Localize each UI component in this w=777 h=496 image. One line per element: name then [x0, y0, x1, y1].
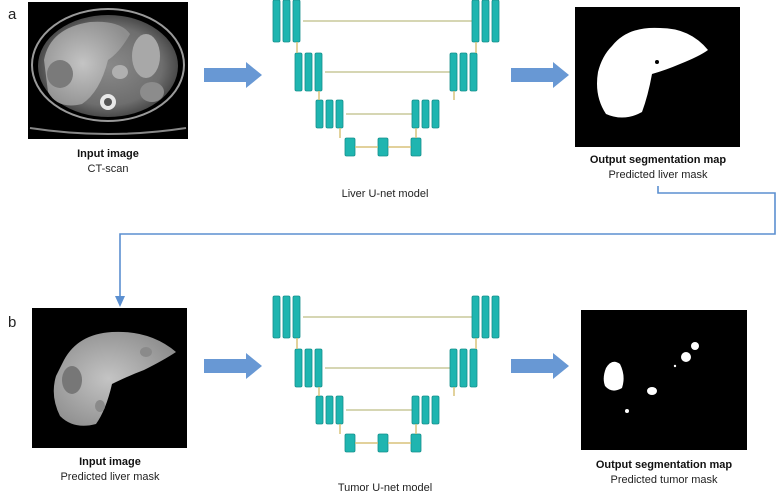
- output-title-a: Output segmentation map: [589, 154, 727, 166]
- liver-unet-block-l1-dec-2: [469, 52, 478, 92]
- liver-unet-block-l2-dec-1: [421, 99, 430, 129]
- stage-connector-arrowhead: [115, 296, 125, 307]
- flow-arrow-b-out: [511, 353, 569, 379]
- liver-unet-block-l0-dec-0: [471, 0, 480, 43]
- tumor-mask-output-image: [581, 310, 747, 450]
- stage-connector: [119, 186, 776, 298]
- tumor-unet-bottleneck-block-1: [377, 433, 389, 453]
- liver-unet-block-l2-dec-0: [411, 99, 420, 129]
- tumor-unet-block-l1-dec-2: [469, 348, 478, 388]
- tumor-unet-block-l0-dec-2: [491, 295, 500, 339]
- tumor-unet-block-l2-dec-0: [411, 395, 420, 425]
- liver-unet-block-l0-enc-0: [272, 0, 281, 43]
- output-title-b: Output segmentation map: [595, 459, 733, 471]
- flow-arrows: [204, 62, 569, 379]
- liver-unet-block-l1-enc-2: [314, 52, 323, 92]
- liver-unet-block-l2-enc-0: [315, 99, 324, 129]
- panel-letter-b: b: [8, 314, 17, 331]
- output-subtitle-a: Predicted liver mask: [608, 169, 708, 181]
- liver-unet-bottleneck-block-0: [344, 137, 356, 157]
- liver-unet-block-l0-dec-2: [491, 0, 500, 43]
- flow-arrow-a-in: [204, 62, 262, 88]
- tumor-unet-block-l0-dec-0: [471, 295, 480, 339]
- tumor-unet-bottleneck-block-2: [410, 433, 422, 453]
- input-image-subtitle-a: CT-scan: [87, 163, 129, 175]
- tumor-unet-block-l1-dec-1: [459, 348, 468, 388]
- liver-unet-bottleneck-block-1: [377, 137, 389, 157]
- tumor-unet-block-l1-enc-2: [314, 348, 323, 388]
- tumor-unet-diagram: [272, 295, 500, 453]
- liver-unet-diagram: [272, 0, 500, 157]
- model-caption-a: Liver U-net model: [341, 188, 429, 200]
- ct-scan-image: [28, 2, 188, 139]
- liver-unet-block-l1-dec-0: [449, 52, 458, 92]
- input-image-title-a: Input image: [77, 148, 139, 160]
- tumor-unet-block-l2-dec-1: [421, 395, 430, 425]
- tumor-unet-block-l1-dec-0: [449, 348, 458, 388]
- liver-unet-block-l2-dec-2: [431, 99, 440, 129]
- liver-unet-block-l1-dec-1: [459, 52, 468, 92]
- tumor-unet-block-l0-enc-0: [272, 295, 281, 339]
- liver-unet-block-l0-enc-2: [292, 0, 301, 43]
- tumor-unet-block-l2-enc-0: [315, 395, 324, 425]
- liver-ct-input-image: [32, 308, 187, 448]
- tumor-unet-block-l2-enc-1: [325, 395, 334, 425]
- tumor-unet-block-l1-enc-1: [304, 348, 313, 388]
- liver-unet-bottleneck-block-2: [410, 137, 422, 157]
- tumor-unet-block-l2-dec-2: [431, 395, 440, 425]
- flow-arrow-b-in: [204, 353, 262, 379]
- liver-unet-block-l1-enc-0: [294, 52, 303, 92]
- tumor-unet-block-l0-enc-1: [282, 295, 291, 339]
- tumor-unet-block-l2-enc-2: [335, 395, 344, 425]
- tumor-unet-block-l0-enc-2: [292, 295, 301, 339]
- input-image-title-b: Input image: [79, 456, 141, 468]
- flow-arrow-a-out: [511, 62, 569, 88]
- liver-unet-block-l0-enc-1: [282, 0, 291, 43]
- model-caption-b: Tumor U-net model: [337, 482, 433, 494]
- tumor-unet-bottleneck-block-0: [344, 433, 356, 453]
- liver-unet-block-l1-enc-1: [304, 52, 313, 92]
- liver-unet-block-l2-enc-1: [325, 99, 334, 129]
- liver-unet-block-l2-enc-2: [335, 99, 344, 129]
- liver-mask-output-image: [575, 7, 740, 147]
- output-subtitle-b: Predicted tumor mask: [610, 474, 718, 486]
- liver-unet-block-l0-dec-1: [481, 0, 490, 43]
- panel-letter-a: a: [8, 6, 17, 23]
- input-image-subtitle-b: Predicted liver mask: [60, 471, 160, 483]
- tumor-unet-block-l1-enc-0: [294, 348, 303, 388]
- tumor-unet-block-l0-dec-1: [481, 295, 490, 339]
